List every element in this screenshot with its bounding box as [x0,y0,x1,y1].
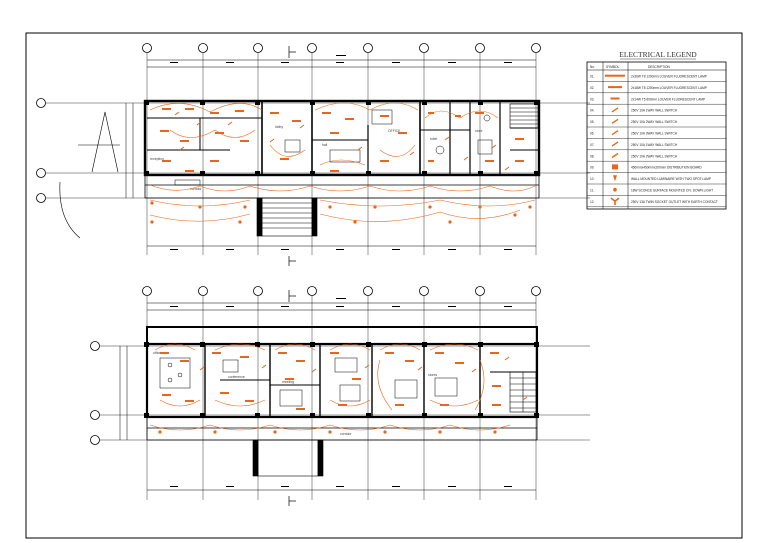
legend-header-no: No. [590,65,595,69]
legend-row-description: 250V 10A 2WAY WALL SWITCH [631,120,678,124]
legend-header-symbol: SYMBOL [606,65,620,69]
sheet-border [25,32,743,539]
furniture-first [159,357,458,407]
entrance-canopy-first [252,439,324,477]
dimension-lines-ground [125,59,536,247]
entrance-stairs-ground [256,197,318,237]
legend-header-description: DESCRIPTION [648,65,670,69]
legend-row-description: 2x36W T8 1200mm LOUVER FLUORESCENT LAMP [631,75,707,79]
room-label-corridor: corridor [190,187,202,191]
electrical-legend: ELECTRICAL LEGEND No. SYMBOL DESCRIPTION… [586,50,727,210]
room-label-store: store [475,129,483,133]
first-floor-plan: office conference corridor meeting store… [90,286,590,506]
legend-row-description: 18W SCONCE SURFACE MOUNTED CFL DOWN LIGH… [631,189,713,193]
room-label-meeting: meeting [282,380,294,384]
legend-row-number: 09. [590,166,595,170]
room-label-toilet: toilet [430,137,437,141]
legend-symbol-switch-4 [611,141,619,147]
corridor-ground [144,175,540,199]
grid-bubbles-left-ground [36,98,46,203]
wall-lamps-ground [150,201,532,224]
switches-first [199,356,528,401]
legend-row-description: 250V 10A 1WAY WALL SWITCH [631,143,678,147]
dimension-ticks-ground [170,55,512,250]
grid-bubbles-top-first [142,286,541,296]
stair-right-ground [509,103,539,129]
section-marker-first [288,290,296,506]
legend-row-number: 08. [590,154,595,158]
legend-symbol-switch-5 [611,152,619,159]
light-fixtures-ground [160,108,524,172]
room-label-lobby: lobby [275,125,283,129]
legend-row-description: 250V 13A TWIN SOCKET OUTLET WITH EARTH C… [631,200,718,204]
light-fixtures-first [160,352,501,410]
building-walls-ground [143,99,541,177]
ramp-left-ground [59,111,120,239]
room-label-office: OFFICE [388,129,401,133]
legend-symbol-db-box [612,164,618,170]
room-label-conference: conference [228,375,245,379]
legend-row-number: 04. [590,109,595,113]
wall-lamps-first [158,430,497,434]
legend-symbol-switch-1 [611,107,619,113]
grid-bubbles-left-first [90,341,100,445]
ground-floor-plan: reception lobby OFFICE corridor hall sto… [36,43,590,266]
stair-right-first [509,371,537,413]
columns-ground [144,100,539,176]
room-label-reception: reception [150,157,164,161]
dimension-lines-first [119,302,536,491]
legend-symbol-bar-tiny [610,97,620,100]
legend-rows: 01. 2x36W T8 1200mm LOUVER FLUORESCENT LA… [587,74,726,208]
room-label-corridor-first: corridor [340,432,352,436]
legend-row-number: 12. [590,200,595,204]
legend-row-number: 05. [590,120,595,124]
legend-row-description: 250V 10A 2WAY WALL SWITCH [631,154,678,158]
legend-row-description: 250V 10A 3WAY WALL SWITCH [631,132,678,136]
legend-row-description: 2x14W T5 600mm LOUVER FLUORESCENT LAMP [631,97,705,101]
legend-table [586,61,727,210]
wiring-ground [149,102,536,222]
room-label-office-first: office [153,351,161,355]
legend-symbol-switch-3 [611,130,619,136]
legend-symbol-bar-long [605,74,625,77]
furniture-ground [174,109,493,186]
wiring-first [149,343,511,431]
legend-row-number: 01. [590,75,595,79]
legend-row-number: 11. [590,189,594,193]
legend-row-description: 450mmx450mmx200mm DISTRIBUTION BOARD [631,166,702,170]
legend-row-number: 02. [590,86,595,90]
section-marker-top-ground [288,46,296,266]
legend-symbol-bar-short [608,86,622,89]
legend-row-description: WALL MOUNTED LUMINAIRE WITH TWO SPOT LAM… [631,177,711,181]
legend-symbol-wall-lamp [613,175,617,182]
legend-title: ELECTRICAL LEGEND [619,50,697,59]
legend-row-description: 2x18W T8 1200mm LOUVER FLUORESCENT LAMP [631,86,707,90]
legend-symbol-switch-2 [611,118,619,124]
legend-row-number: 06. [590,132,595,136]
legend-row-number: 10. [590,177,595,181]
building-walls-first [145,326,539,419]
grid-lines-ground [46,53,590,255]
legend-row-number: 03. [590,97,595,101]
legend-symbol-sconce [613,187,617,192]
dimension-ticks-first [170,298,512,487]
room-label-hall: hall [322,143,328,147]
legend-row-description: 250V 10A 1WAY WALL SWITCH [631,109,678,113]
room-label-stores: stores [428,373,438,377]
grid-bubbles-top-ground [142,43,541,53]
switches-ground [174,111,510,171]
legend-row-number: 07. [590,143,595,147]
legend-symbol-socket [610,197,620,206]
columns-first [144,342,539,418]
